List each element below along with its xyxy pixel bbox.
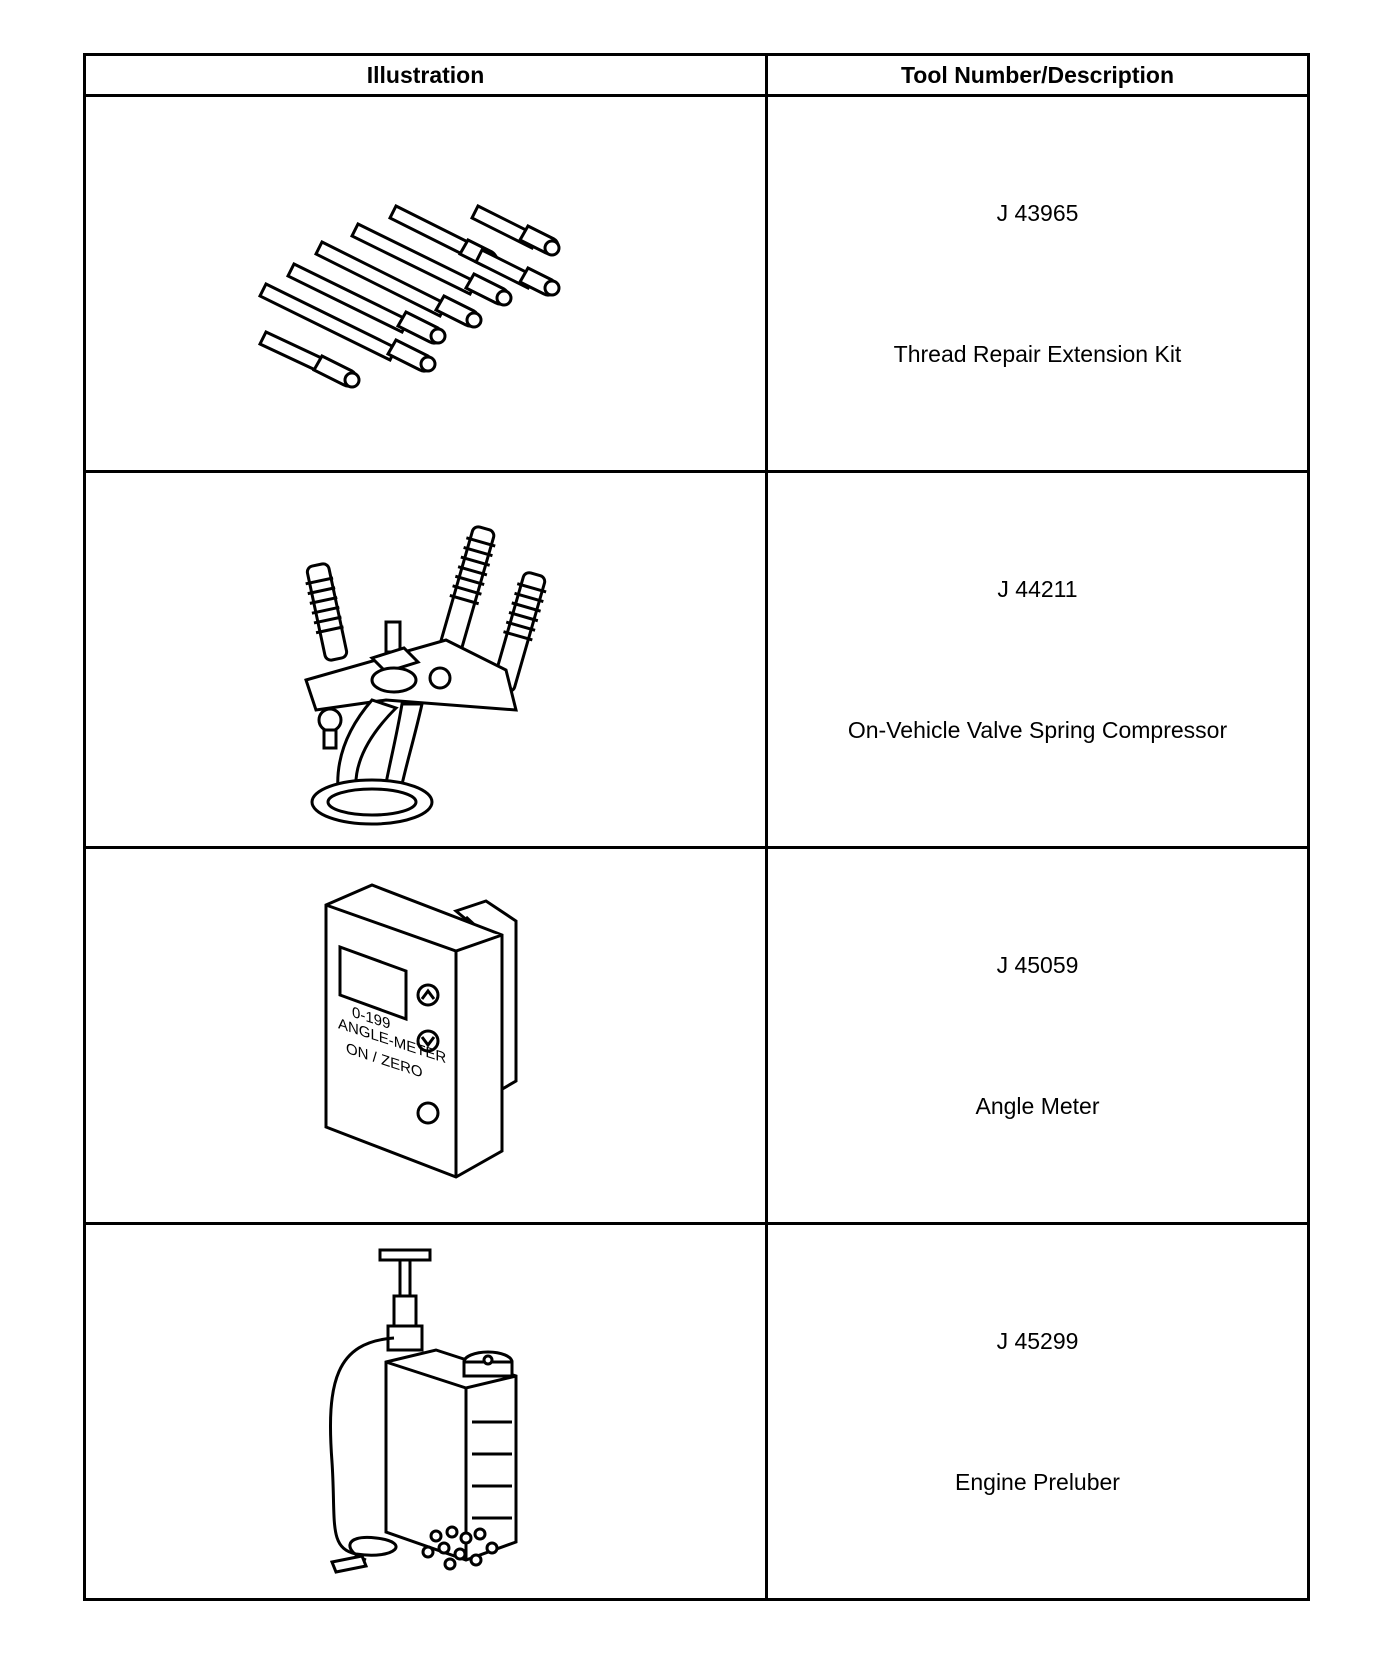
table-row: J 45299 Engine Preluber	[83, 1222, 1310, 1601]
table-row: J 43965 Thread Repair Extension Kit	[83, 94, 1310, 473]
tool-description: Engine Preluber	[955, 1468, 1120, 1495]
tool-number: J 45299	[996, 1327, 1079, 1354]
table-row: 0-199 ANGLE-METER ON / ZERO J 45059 Angl…	[83, 846, 1310, 1225]
engine-preluber-icon	[328, 1248, 517, 1574]
tool-description: Thread Repair Extension Kit	[893, 340, 1182, 367]
tool-description-cell: J 44211 On-Vehicle Valve Spring Compress…	[765, 470, 1310, 849]
header-tool-number-description: Tool Number/Description	[765, 53, 1310, 97]
tool-description: On-Vehicle Valve Spring Compressor	[847, 716, 1228, 743]
valve-spring-compressor-icon	[303, 524, 547, 825]
header-row: Illustration Tool Number/Description	[83, 53, 1310, 97]
illustration-cell	[83, 1222, 768, 1601]
header-illustration: Illustration	[83, 53, 768, 97]
tools-table: Illustration Tool Number/Description	[83, 53, 1310, 1601]
thread-repair-extension-kit-icon	[257, 203, 560, 388]
angle-meter-icon: 0-199 ANGLE-METER ON / ZERO	[324, 882, 517, 1179]
illustration-cell	[83, 470, 768, 849]
tool-description-cell: J 45059 Angle Meter	[765, 846, 1310, 1225]
tool-description: Angle Meter	[975, 1092, 1100, 1119]
illustration-cell: 0-199 ANGLE-METER ON / ZERO	[83, 846, 768, 1225]
tool-description-cell: J 43965 Thread Repair Extension Kit	[765, 94, 1310, 473]
tool-number: J 43965	[996, 199, 1079, 226]
illustration-cell	[83, 94, 768, 473]
table-row: J 44211 On-Vehicle Valve Spring Compress…	[83, 470, 1310, 849]
tool-number: J 44211	[997, 575, 1078, 602]
tool-number: J 45059	[996, 951, 1079, 978]
tool-description-cell: J 45299 Engine Preluber	[765, 1222, 1310, 1601]
